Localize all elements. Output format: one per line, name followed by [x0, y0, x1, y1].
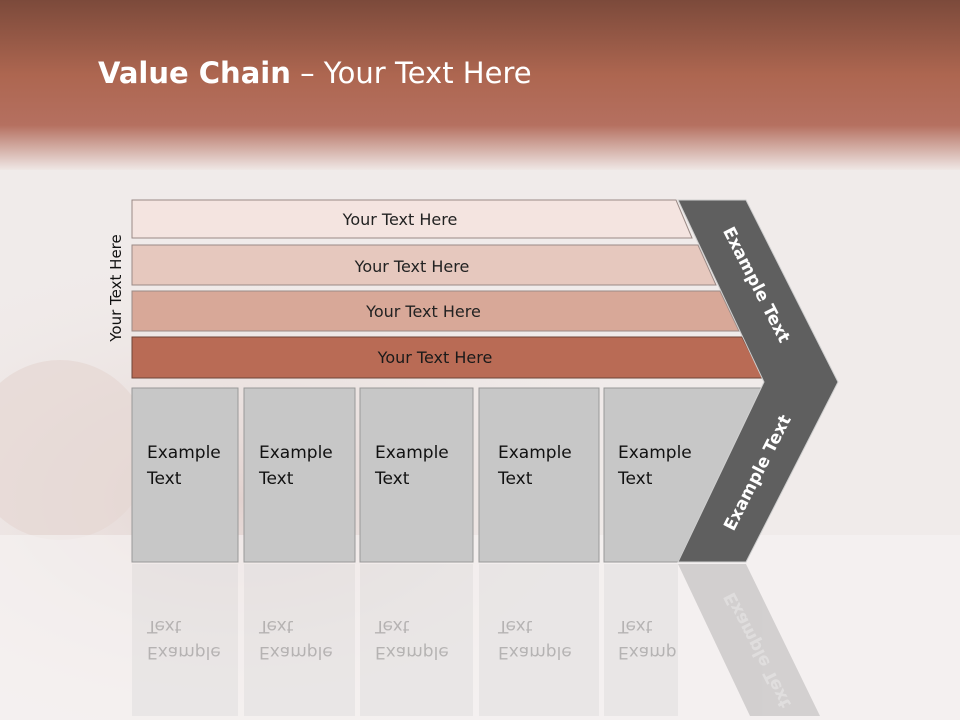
band-shape-1: [131, 199, 693, 239]
reflection-shapes: [132, 564, 820, 716]
box-shape-4: [478, 387, 600, 563]
slide-title: Value Chain – Your Text Here: [98, 56, 532, 90]
band-shape-3: [131, 290, 740, 332]
box-shape-1: [131, 387, 239, 563]
band-2: Your Text Here: [354, 256, 470, 276]
box-shape-2: [243, 387, 356, 563]
band-4: Your Text Here: [377, 347, 493, 367]
band-1: Your Text Here: [342, 209, 458, 229]
band-3: Your Text Here: [366, 301, 481, 321]
box-shape-3: [359, 387, 474, 563]
band-shape-2: [131, 244, 717, 286]
chevron-arrow: [677, 199, 839, 563]
